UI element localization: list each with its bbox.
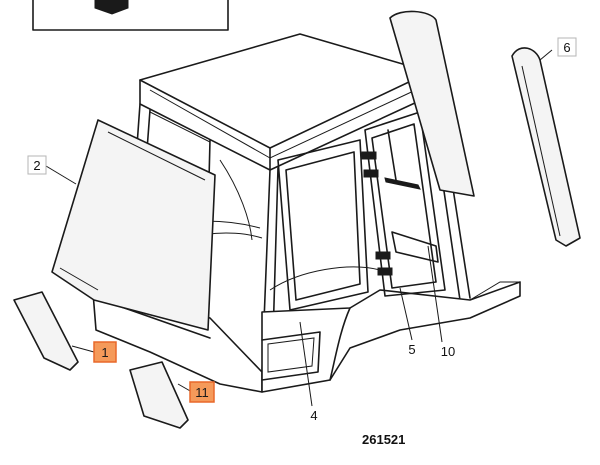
label-5[interactable]: 5 <box>408 342 415 357</box>
cab-roof <box>139 33 431 171</box>
rear-upper-glass <box>389 10 475 197</box>
label-11[interactable]: 11 <box>189 381 215 403</box>
label-11-text: 11 <box>195 385 209 400</box>
label-1[interactable]: 1 <box>93 341 117 363</box>
lower-front-glass-panel[interactable] <box>129 361 189 429</box>
label-2[interactable]: 2 <box>27 155 47 175</box>
leader-lines <box>45 49 553 407</box>
label-6[interactable]: 6 <box>557 37 577 57</box>
label-4-text: 4 <box>310 408 317 423</box>
label-10-text: 10 <box>441 344 455 359</box>
lower-left-glass-panel[interactable] <box>13 291 79 371</box>
label-2-text: 2 <box>33 158 40 173</box>
label-10[interactable]: 10 <box>441 344 455 359</box>
rear-quarter-glass[interactable] <box>511 47 581 247</box>
label-1-text: 1 <box>101 345 108 360</box>
label-4[interactable]: 4 <box>310 408 317 423</box>
front-windscreen-glass[interactable] <box>51 119 216 331</box>
drawing-code: 261521 <box>362 432 405 447</box>
label-6-text: 6 <box>563 40 570 55</box>
inset-detail <box>32 0 229 31</box>
label-5-text: 5 <box>408 342 415 357</box>
